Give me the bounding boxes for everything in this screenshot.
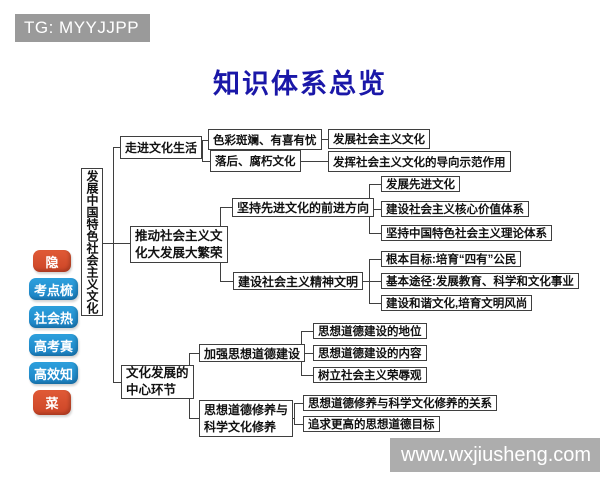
sidebar-button-shehui[interactable]: 社会热 xyxy=(29,306,78,328)
leaf-guiding-role: 发挥社会主义文化的导向示范作用 xyxy=(328,151,511,172)
branch-2-line2: 化大发展大繁荣 xyxy=(135,245,223,260)
leaf-develop-advanced-culture: 发展先进文化 xyxy=(381,176,460,192)
connector-line xyxy=(369,233,385,234)
root-node: 发展中国特色社会主义文化 xyxy=(81,168,103,316)
connector-line xyxy=(369,184,385,185)
leaf-theory-system: 坚持中国特色社会主义理论体系 xyxy=(381,225,552,241)
leaf-moral-construction-status: 思想道德建设的地位 xyxy=(313,323,427,339)
leaf-higher-moral-goal: 追求更高的思想道德目标 xyxy=(303,416,440,432)
leaf-moral-construction-content: 思想道德建设的内容 xyxy=(313,345,427,361)
watermark-label: www.wxjiusheng.com xyxy=(390,438,600,472)
connector-line xyxy=(220,281,237,282)
leaf-cultivation-relationship: 思想道德修养与科学文化修养的关系 xyxy=(303,395,497,411)
connector-line xyxy=(113,147,114,383)
tg-badge: TG: MYYJJPP xyxy=(15,14,150,42)
sidebar-button-hide[interactable]: 隐 xyxy=(33,250,71,272)
connector-line xyxy=(189,353,203,354)
connector-line xyxy=(301,353,317,354)
connector-line xyxy=(369,303,385,304)
sidebar-button-gaokao[interactable]: 高考真 xyxy=(29,334,78,356)
branch-promote-culture-prosperity: 推动社会主义文 化大发展大繁荣 xyxy=(130,226,228,263)
connector-line xyxy=(113,243,130,244)
connector-line xyxy=(202,140,212,141)
connector-line xyxy=(294,403,295,425)
leaf-honor-disgrace-view: 树立社会主义荣辱观 xyxy=(313,367,427,383)
branch-3-line2: 中心环节 xyxy=(126,383,177,397)
connector-line xyxy=(113,147,121,148)
connector-line xyxy=(113,382,121,383)
node-b3c2-line2: 科学文化修养 xyxy=(204,419,277,434)
connector-line xyxy=(294,424,307,425)
connector-line xyxy=(301,375,317,376)
node-b3c2-line1: 思想道德修养与 xyxy=(204,403,289,418)
node-moral-and-scientific-cultivation: 思想道德修养与 科学文化修养 xyxy=(199,400,294,437)
connector-line xyxy=(220,207,236,208)
branch-3-line1: 文化发展的 xyxy=(126,366,189,381)
node-spiritual-civilization: 建设社会主义精神文明 xyxy=(233,272,364,290)
connector-line xyxy=(202,140,203,162)
leaf-develop-socialist-culture: 发展社会主义文化 xyxy=(328,129,430,149)
node-advanced-culture-direction: 坚持先进文化的前进方向 xyxy=(232,198,375,217)
node-colorful-culture: 色彩斑斓、有喜有忧 xyxy=(208,129,322,150)
branch-culture-life: 走进文化生活 xyxy=(120,136,203,159)
connector-line xyxy=(301,331,317,332)
connector-line xyxy=(369,209,385,210)
branch-central-link: 文化发展的 中心环节 xyxy=(121,365,194,399)
connector-line xyxy=(189,418,203,419)
connector-line xyxy=(369,281,385,282)
sidebar-button-menu[interactable]: 菜 xyxy=(33,390,71,415)
leaf-core-value-system: 建设社会主义核心价值体系 xyxy=(381,201,529,217)
leaf-fundamental-goal: 根本目标:培育“四有”公民 xyxy=(381,251,522,267)
leaf-harmonious-culture: 建设和谐文化,培育文明风尚 xyxy=(381,295,533,311)
connector-line xyxy=(300,161,328,162)
leaf-basic-approach: 基本途径:发展教育、科学和文化事业 xyxy=(381,273,579,289)
sidebar-button-kaodian[interactable]: 考点梳 xyxy=(29,278,78,300)
branch-2-line1: 推动社会主义文 xyxy=(135,228,223,243)
sidebar-button-gaoxiao[interactable]: 高效知 xyxy=(29,362,78,384)
connector-line xyxy=(294,403,307,404)
node-ideological-moral-construction: 加强思想道德建设 xyxy=(199,344,306,362)
connector-line xyxy=(103,243,113,244)
connector-line xyxy=(369,259,385,260)
node-backward-decadent-culture: 落后、腐朽文化 xyxy=(210,150,301,172)
connector-line xyxy=(202,161,214,162)
page-title: 知识体系总览 xyxy=(213,69,387,99)
